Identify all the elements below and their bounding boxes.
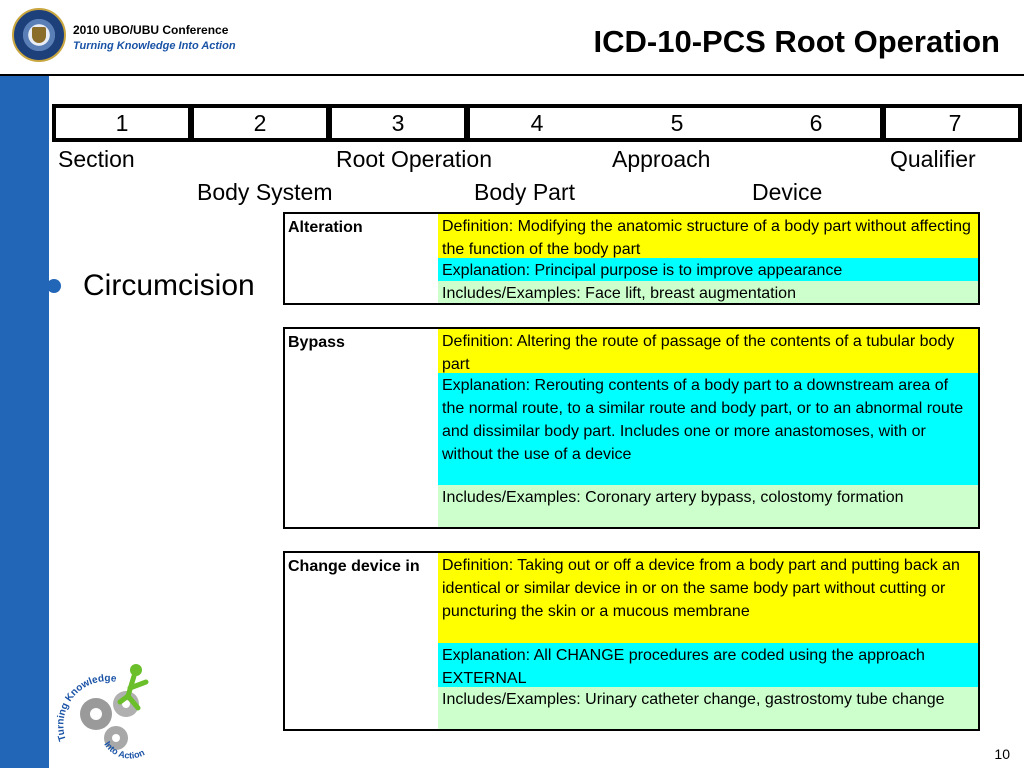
operation-table-change-device: Change device in Definition: Taking out … [283, 551, 980, 731]
dod-seal-logo [12, 8, 66, 62]
definition-row: Definition: Taking out or off a device f… [438, 553, 978, 643]
position-number: 5 [670, 110, 684, 136]
examples-row: Includes/Examples: Urinary catheter chan… [438, 687, 978, 729]
position-cell-3: 3 [332, 108, 464, 138]
operation-name: Alteration [288, 219, 363, 236]
label-root-operation: Root Operation [336, 146, 492, 172]
definition-row: Definition: Altering the route of passag… [438, 329, 978, 373]
label-body-system: Body System [197, 179, 333, 205]
examples-row: Includes/Examples: Coronary artery bypas… [438, 485, 978, 527]
position-number: 7 [948, 110, 962, 136]
conference-title: 2010 UBO/UBU Conference [73, 23, 229, 37]
position-cell-2: 2 [194, 108, 326, 138]
slide-header: 2010 UBO/UBU Conference Turning Knowledg… [0, 0, 1024, 76]
figure-icon [117, 664, 149, 711]
label-body-part: Body Part [474, 179, 575, 205]
explanation-row: Explanation: All CHANGE procedures are c… [438, 643, 978, 687]
code-position-bar: 1 2 3 4 5 6 7 [52, 104, 1022, 142]
examples-row: Includes/Examples: Face lift, breast aug… [438, 281, 978, 303]
bullet-dot [47, 279, 61, 293]
position-cell-4-6: 4 5 6 [470, 108, 880, 138]
left-sidebar-band [0, 0, 49, 768]
operation-name: Change device in [288, 558, 420, 575]
operation-table-bypass: Bypass Definition: Altering the route of… [283, 327, 980, 529]
page-number: 10 [994, 746, 1010, 762]
label-qualifier: Qualifier [890, 146, 976, 172]
position-number: 2 [253, 110, 267, 136]
position-number: 3 [391, 110, 405, 136]
label-approach: Approach [612, 146, 711, 172]
page-title: ICD-10-PCS Root Operation [593, 24, 1000, 59]
definition-row: Definition: Modifying the anatomic struc… [438, 214, 978, 258]
bullet-circumcision: Circumcision [83, 269, 255, 302]
position-number: 6 [809, 110, 823, 136]
operation-table-alteration: Alteration Definition: Modifying the ana… [283, 212, 980, 305]
position-number: 1 [115, 110, 129, 136]
label-device: Device [752, 179, 823, 205]
position-cell-1: 1 [56, 108, 188, 138]
label-section: Section [58, 146, 135, 172]
explanation-row: Explanation: Rerouting contents of a bod… [438, 373, 978, 485]
operation-name: Bypass [288, 334, 345, 351]
conference-subtitle: Turning Knowledge Into Action [73, 40, 236, 52]
position-cell-7: 7 [886, 108, 1018, 138]
position-number: 4 [530, 110, 544, 136]
explanation-row: Explanation: Principal purpose is to imp… [438, 258, 978, 281]
eagle-icon [32, 27, 46, 43]
turning-knowledge-logo: Turning Knowledge Into Action [56, 664, 149, 761]
